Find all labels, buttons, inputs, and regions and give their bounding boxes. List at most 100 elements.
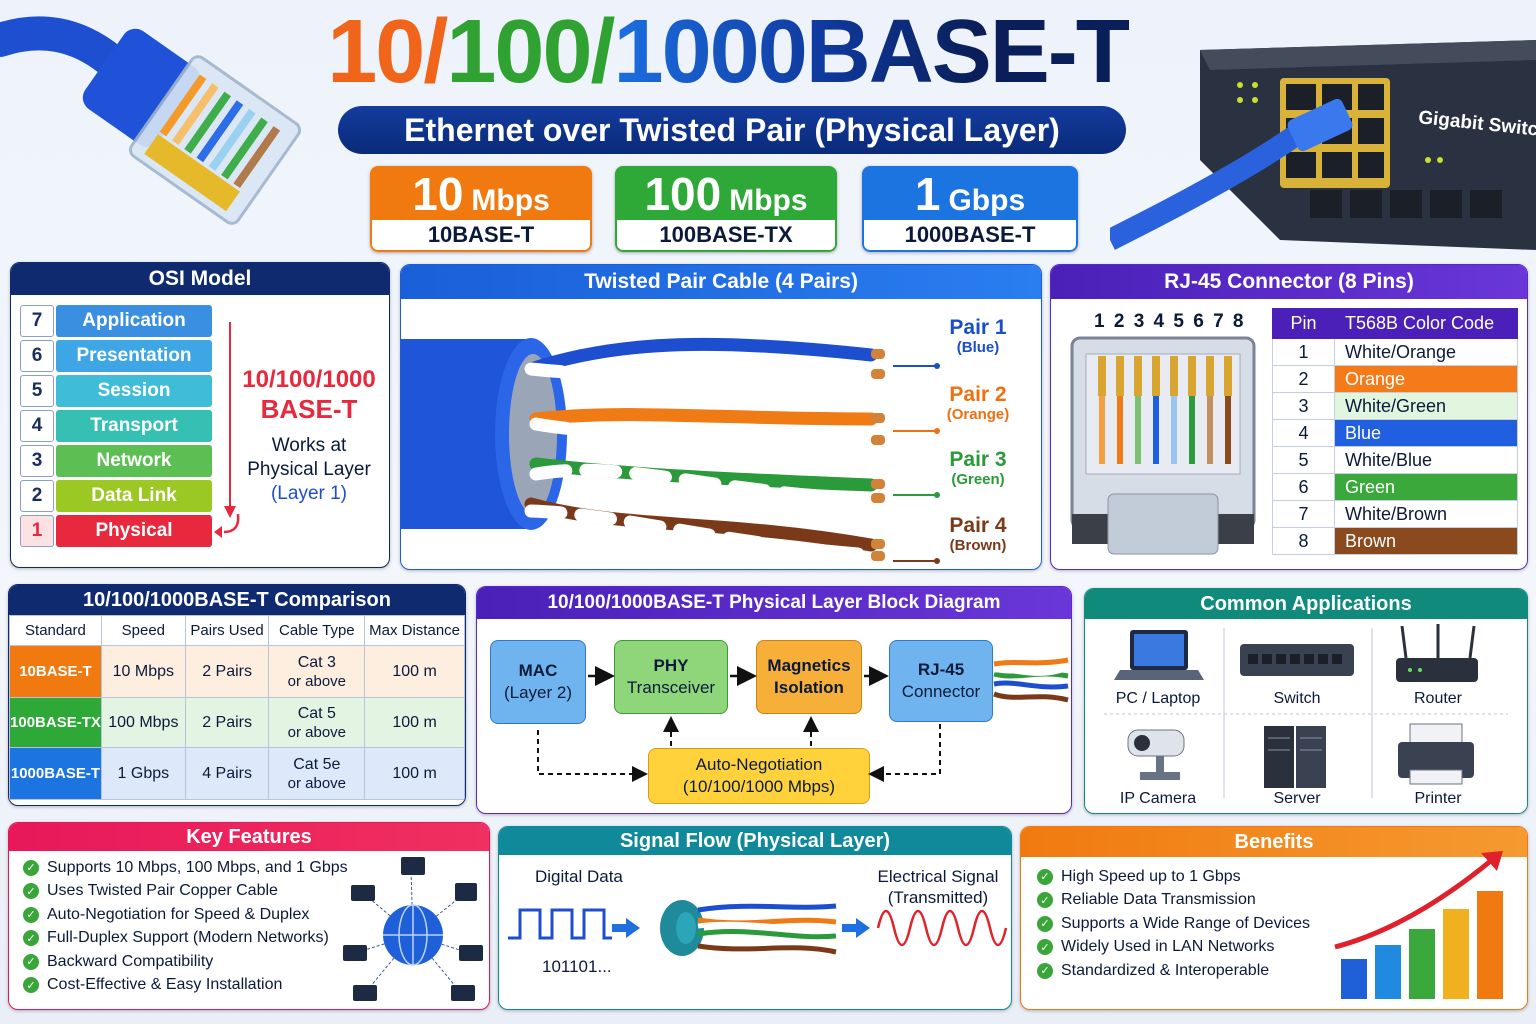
benefits-item: ✓Widely Used in LAN Networks — [1037, 936, 1310, 960]
app-label-server: Server — [1273, 790, 1321, 807]
pair-color: (Orange) — [946, 406, 1010, 423]
pair-label-3: Pair 3(Green) — [940, 449, 1016, 490]
rj45-block-label: RJ-45 — [917, 660, 965, 679]
comparison-pairs: 2 Pairs — [184, 697, 270, 748]
digital-bits-label: 101101... — [542, 957, 612, 976]
rj45-connector-illustration — [1070, 336, 1256, 555]
osi-layer-number: 6 — [20, 340, 54, 372]
osi-layer-number: 4 — [20, 410, 54, 442]
pair-name: Pair 4 — [949, 514, 1007, 537]
digital-data-label: Digital Data — [535, 867, 623, 886]
pair-label-4: Pair 4(Brown) — [940, 514, 1016, 556]
osi-layer-name: Transport — [56, 410, 212, 442]
comparison-title: 10/100/1000BASE-T Comparison — [9, 585, 465, 615]
pin-number: 2 — [1272, 365, 1335, 393]
osi-layer-name: Application — [56, 305, 212, 337]
pair-name: Pair 2 — [949, 383, 1007, 406]
comparison-speed: 1 Gbps — [100, 747, 186, 800]
comparison-distance: 100 m — [364, 645, 465, 698]
benefits-item: ✓Supports a Wide Range of Devices — [1037, 912, 1310, 936]
comparison-standard: 10BASE-T — [9, 645, 102, 698]
features-text: Uses Twisted Pair Copper Cable — [47, 882, 278, 900]
growth-chart-illustration — [1334, 851, 1503, 999]
check-icon: ✓ — [1037, 868, 1053, 885]
cable-type-note: or above — [287, 723, 346, 741]
twisted-pair-title: Twisted Pair Cable (4 Pairs) — [401, 265, 1041, 299]
rj45-pin-numbers: 1 2 3 4 5 6 7 8 — [1094, 311, 1246, 332]
comparison-speed: 10 Mbps — [100, 645, 186, 698]
osi-callout: 10/100/1000 BASE-T Works at Physical Lay… — [238, 366, 380, 506]
magnetics-label: Magnetics — [767, 656, 851, 675]
check-icon: ✓ — [1037, 892, 1053, 909]
comparison-standard: 1000BASE-T — [9, 747, 102, 800]
comparison-distance: 100 m — [364, 697, 465, 748]
check-icon: ✓ — [23, 859, 39, 876]
speed-standard: 100BASE-TX — [615, 220, 837, 252]
signal-flow-title: Signal Flow (Physical Layer) — [499, 827, 1011, 855]
pin-color-code: White/Green — [1334, 392, 1518, 420]
osi-callout-line3: (Layer 1) — [270, 483, 348, 504]
app-label-ip-camera: IP Camera — [1119, 790, 1197, 807]
rj45-block-sublabel: Connector — [901, 682, 981, 701]
auto-negotiation-block: Auto-Negotiation(10/100/1000 Mbps) — [648, 748, 870, 804]
app-label-printer: Printer — [1414, 790, 1462, 807]
osi-layer-name: Session — [56, 375, 212, 407]
benefits-text: High Speed up to 1 Gbps — [1061, 867, 1241, 885]
electrical-signal-line2: (Transmitted) — [887, 888, 989, 907]
twisted-pair-panel: Twisted Pair Cable (4 Pairs) — [400, 264, 1042, 570]
benefits-text: Supports a Wide Range of Devices — [1061, 914, 1311, 932]
osi-callout-line1: Works at — [271, 435, 347, 456]
title-1000base-t: 1000BASE-T — [613, 2, 1131, 102]
osi-callout-title1: 10/100/1000 — [242, 366, 376, 393]
osi-layer-number: 1 — [20, 515, 54, 547]
cable-type: Cat 3 — [297, 653, 336, 671]
app-label-pc: PC / Laptop — [1115, 690, 1201, 707]
pin-color-code: White/Blue — [1334, 446, 1518, 474]
magnetics-sublabel: Isolation — [774, 678, 844, 697]
cable-type: Cat 5 — [297, 704, 336, 722]
switch-icon — [1240, 644, 1354, 676]
comparison-pairs: 4 Pairs — [184, 747, 270, 800]
server-icon — [1264, 726, 1326, 788]
app-label-router: Router — [1413, 690, 1463, 707]
check-icon: ✓ — [23, 906, 39, 923]
electrical-signal-line1: Electrical Signal — [877, 867, 999, 886]
check-icon: ✓ — [23, 930, 39, 947]
rj45-title: RJ-45 Connector (8 Pins) — [1051, 265, 1527, 299]
app-label-switch: Switch — [1273, 690, 1321, 707]
signal-flow-panel: Signal Flow (Physical Layer) — [498, 826, 1012, 1010]
speed-num: 1 — [914, 168, 941, 220]
pin-color-code: Brown — [1334, 527, 1518, 555]
network-globe-illustration — [343, 857, 483, 1001]
key-features-title: Key Features — [9, 823, 489, 851]
title-100: 100/ — [446, 2, 615, 102]
gigabit-switch-illustration — [1110, 40, 1536, 250]
osi-layer-name: Physical — [56, 515, 212, 547]
pair-name: Pair 1 — [949, 316, 1007, 339]
osi-layer-name: Presentation — [56, 340, 212, 372]
subtitle-banner: Ethernet over Twisted Pair (Physical Lay… — [338, 106, 1126, 154]
speed-standard: 10BASE-T — [370, 220, 592, 252]
benefits-text: Widely Used in LAN Networks — [1061, 938, 1275, 956]
benefits-item: ✓Reliable Data Transmission — [1037, 889, 1310, 913]
signal-flow-illustration — [508, 900, 1008, 956]
pair-label-1: Pair 1(Blue) — [940, 316, 1016, 358]
router-icon — [1396, 624, 1478, 682]
pin-color-code: Green — [1334, 473, 1518, 501]
comparison-header: Speed — [100, 615, 186, 646]
